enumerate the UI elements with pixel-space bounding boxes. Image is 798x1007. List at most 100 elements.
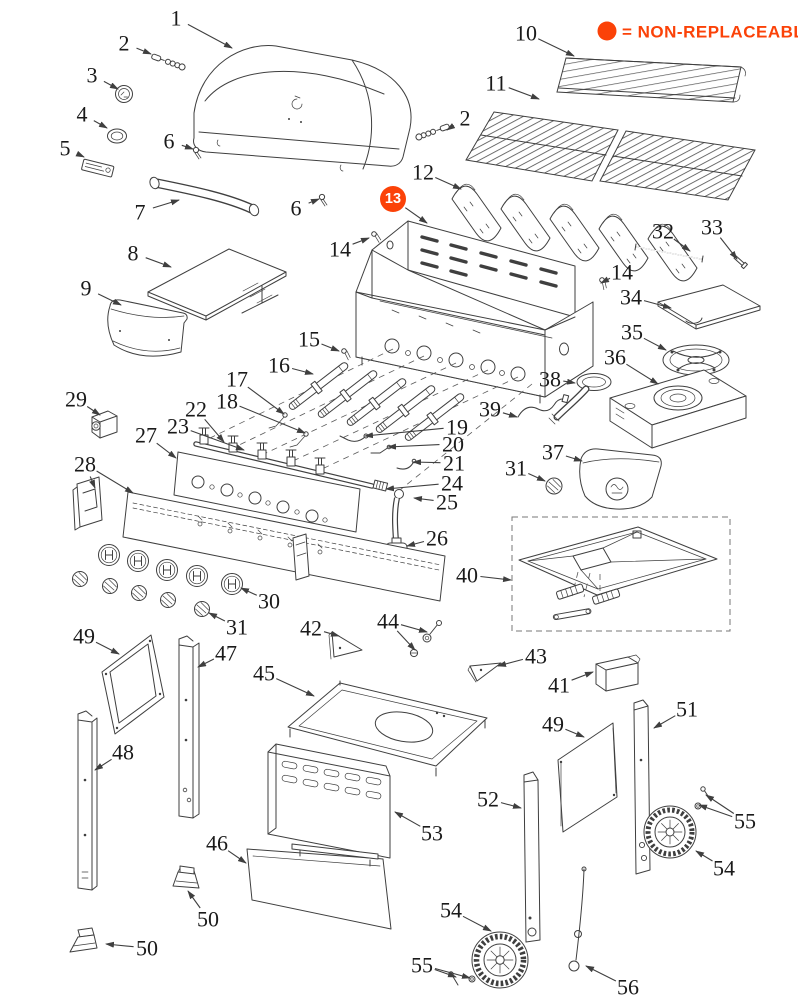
svg-text:47: 47 (215, 641, 237, 666)
manifold-fitting (372, 479, 389, 492)
svg-text:49: 49 (73, 624, 95, 649)
part-label-24: 24 (385, 471, 463, 496)
side-panel (557, 722, 618, 833)
part-label-44: 44 (377, 609, 428, 651)
svg-text:14: 14 (611, 260, 633, 285)
part-label-25: 25 (413, 490, 458, 515)
svg-text:46: 46 (206, 831, 228, 856)
part-label-14: 14 (329, 237, 370, 262)
svg-text:31: 31 (505, 456, 527, 481)
svg-text:44: 44 (377, 609, 399, 634)
cooking-grates (465, 111, 756, 201)
svg-text:23: 23 (167, 414, 189, 439)
part-label-46: 46 (206, 831, 247, 864)
svg-text:38: 38 (539, 367, 561, 392)
bolt-washer-set (415, 123, 450, 141)
side-burner-trivet (662, 344, 730, 376)
leveling-foot (172, 865, 200, 889)
knob-bezel (131, 585, 147, 601)
svg-text:24: 24 (441, 471, 463, 496)
svg-text:32: 32 (652, 219, 674, 244)
part-label-29: 29 (65, 387, 101, 416)
part-label-56: 56 (585, 965, 639, 1000)
side-burner-cover (579, 448, 662, 510)
igniter-wire-clip (339, 433, 369, 442)
bolt-washer-set (151, 53, 186, 71)
svg-text:33: 33 (701, 215, 723, 240)
screw (599, 277, 607, 291)
svg-text:2: 2 (119, 31, 130, 56)
cart-leg (523, 771, 541, 943)
hook-clip (396, 458, 417, 470)
knob-bezel (72, 571, 88, 587)
svg-text:17: 17 (226, 367, 248, 392)
hose-elbow (392, 489, 404, 542)
svg-text:2: 2 (460, 106, 471, 131)
svg-text:52: 52 (477, 787, 499, 812)
svg-text:43: 43 (525, 644, 547, 669)
svg-text:8: 8 (128, 241, 139, 266)
part-label-10: 10 (515, 21, 575, 57)
control-fascia (122, 491, 446, 602)
svg-text:11: 11 (485, 71, 506, 96)
part-label-3: 3 (87, 63, 119, 90)
part-label-9: 9 (81, 276, 122, 306)
burner-tubes (288, 362, 465, 441)
panel-bracket-left (72, 476, 103, 531)
part-label-53: 53 (394, 811, 443, 846)
part-label-49: 49 (542, 712, 585, 738)
part-label-54: 54 (440, 898, 492, 932)
svg-text:6: 6 (291, 196, 302, 221)
side-panel-frame (101, 634, 165, 735)
wheel (471, 931, 529, 989)
knob-bezel (160, 592, 176, 608)
knob-bezel (194, 601, 210, 617)
electrode (289, 431, 309, 448)
part-label-54: 54 (695, 850, 735, 881)
heat-tents (451, 183, 698, 282)
gas-valve (285, 449, 297, 467)
screw (192, 146, 202, 160)
svg-text:51: 51 (676, 697, 698, 722)
control-knob (186, 565, 208, 587)
part-label-8: 8 (128, 241, 172, 268)
svg-text:30: 30 (258, 589, 280, 614)
part-label-21: 21 (412, 451, 465, 476)
part-label-27: 27 (135, 423, 177, 459)
grease-tray-assembly (511, 516, 731, 632)
side-burner-head (548, 373, 612, 425)
part-label-35: 35 (621, 320, 667, 351)
part-label-7: 7 (135, 199, 180, 225)
control-knob (98, 544, 120, 566)
gas-valve (227, 435, 239, 453)
knob-bezel (102, 578, 118, 594)
part-label-15: 15 (298, 327, 340, 352)
svg-text:9: 9 (81, 276, 92, 301)
part-label-50: 50 (105, 936, 158, 961)
gauge-bezel (107, 128, 127, 144)
svg-text:20: 20 (442, 432, 464, 457)
control-knob (221, 573, 243, 595)
clip (370, 444, 392, 454)
part-label-40: 40 (456, 563, 512, 588)
temperature-gauge (115, 85, 133, 103)
knob-bezel (545, 477, 563, 495)
cart-leg (633, 699, 651, 875)
svg-text:22: 22 (185, 397, 207, 422)
part-label-34: 34 (620, 285, 672, 310)
wheel (643, 805, 697, 859)
part-label-45: 45 (253, 661, 315, 697)
part-label-36: 36 (604, 345, 659, 385)
side-shelf (147, 248, 287, 321)
part-label-49: 49 (73, 624, 120, 655)
control-knobs (98, 544, 243, 595)
igniter-wire (517, 394, 570, 418)
part-label-28: 28 (74, 452, 134, 494)
part-label-17: 17 (226, 367, 285, 415)
svg-text:13: 13 (385, 191, 401, 207)
svg-text:15: 15 (298, 327, 320, 352)
svg-text:37: 37 (542, 440, 564, 465)
svg-text:26: 26 (426, 526, 448, 551)
part-label-39: 39 (479, 397, 518, 422)
